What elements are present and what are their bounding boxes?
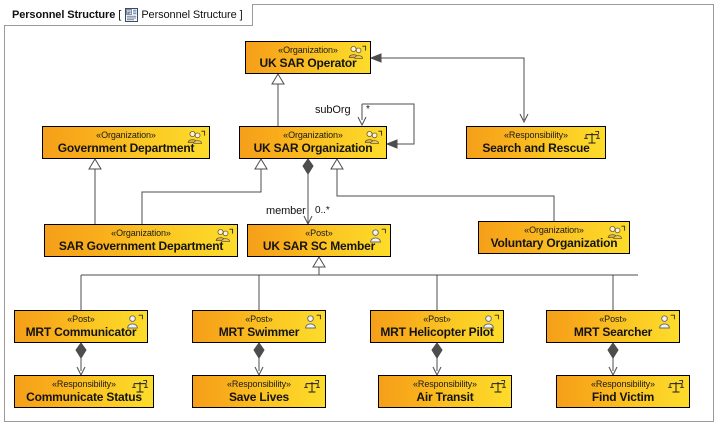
node-government-department[interactable]: «Organization» Government Department bbox=[42, 126, 210, 159]
node-name: Communicate Status bbox=[26, 390, 142, 404]
node-mrt-helicopter-pilot[interactable]: «Post» MRT Helicopter Pilot bbox=[370, 310, 504, 343]
responsibility-scales-icon bbox=[488, 379, 508, 396]
organization-people-icon bbox=[214, 228, 234, 245]
node-stereotype: «Responsibility» bbox=[504, 130, 568, 140]
node-uk-sar-operator[interactable]: «Organization» UK SAR Operator bbox=[245, 41, 371, 74]
node-stereotype: «Organization» bbox=[524, 225, 584, 235]
node-stereotype: «Responsibility» bbox=[591, 379, 655, 389]
title-bracket-open: [ bbox=[118, 8, 122, 21]
node-communicate-status[interactable]: «Responsibility» Communicate Status bbox=[14, 375, 154, 408]
node-uk-sar-organization[interactable]: «Organization» UK SAR Organization bbox=[239, 126, 387, 159]
connector-label-member: member bbox=[266, 205, 306, 217]
connector-multiplicity-member: 0..* bbox=[315, 205, 330, 216]
node-uk-sar-sc-member[interactable]: «Post» UK SAR SC Member bbox=[247, 224, 391, 257]
organization-people-icon bbox=[186, 130, 206, 147]
responsibility-scales-icon bbox=[666, 379, 686, 396]
node-stereotype: «Organization» bbox=[283, 130, 343, 140]
title-bracket-close: ] bbox=[239, 8, 243, 21]
node-air-transit[interactable]: «Responsibility» Air Transit bbox=[378, 375, 512, 408]
diagram-document-icon bbox=[125, 7, 139, 22]
node-stereotype: «Post» bbox=[423, 314, 451, 324]
organization-people-icon bbox=[606, 225, 626, 242]
node-name: MRT Helicopter Pilot bbox=[380, 325, 494, 339]
node-stereotype: «Organization» bbox=[278, 45, 338, 55]
node-mrt-swimmer[interactable]: «Post» MRT Swimmer bbox=[192, 310, 326, 343]
responsibility-scales-icon bbox=[302, 379, 322, 396]
node-name: MRT Communicator bbox=[25, 325, 137, 339]
node-name: MRT Searcher bbox=[573, 325, 653, 339]
node-stereotype: «Organization» bbox=[111, 228, 171, 238]
responsibility-scales-icon bbox=[582, 130, 602, 147]
node-stereotype: «Post» bbox=[245, 314, 273, 324]
node-name: UK SAR Organization bbox=[253, 141, 373, 155]
responsibility-scales-icon bbox=[130, 379, 150, 396]
node-name: Voluntary Organization bbox=[490, 236, 618, 250]
post-person-icon bbox=[302, 314, 322, 331]
node-search-and-rescue[interactable]: «Responsibility» Search and Rescue bbox=[466, 126, 606, 159]
organization-people-icon bbox=[347, 45, 367, 62]
connector-label-subOrg: subOrg bbox=[315, 104, 351, 116]
post-person-icon bbox=[124, 314, 144, 331]
organization-people-icon bbox=[363, 130, 383, 147]
node-save-lives[interactable]: «Responsibility» Save Lives bbox=[192, 375, 326, 408]
node-voluntary-organization[interactable]: «Organization» Voluntary Organization bbox=[478, 221, 630, 254]
node-name: Government Department bbox=[57, 141, 195, 155]
diagram-name-label: Personnel Structure bbox=[141, 8, 237, 21]
node-name: Find Victim bbox=[591, 390, 655, 404]
node-name: UK SAR SC Member bbox=[262, 239, 376, 253]
node-find-victim[interactable]: «Responsibility» Find Victim bbox=[556, 375, 690, 408]
node-name: Save Lives bbox=[228, 390, 290, 404]
node-mrt-searcher[interactable]: «Post» MRT Searcher bbox=[546, 310, 680, 343]
node-name: MRT Swimmer bbox=[218, 325, 300, 339]
node-stereotype: «Responsibility» bbox=[413, 379, 477, 389]
post-person-icon bbox=[656, 314, 676, 331]
node-name: UK SAR Operator bbox=[259, 56, 357, 70]
node-name: SAR Government Department bbox=[58, 239, 224, 253]
post-person-icon bbox=[367, 228, 387, 245]
node-name: Air Transit bbox=[416, 390, 474, 404]
node-stereotype: «Organization» bbox=[96, 130, 156, 140]
node-stereotype: «Post» bbox=[305, 228, 333, 238]
node-stereotype: «Responsibility» bbox=[227, 379, 291, 389]
node-stereotype: «Responsibility» bbox=[52, 379, 116, 389]
diagram-title-tab[interactable]: Personnel Structure [ Personnel Structur… bbox=[4, 4, 253, 26]
post-person-icon bbox=[480, 314, 500, 331]
node-name: Search and Rescue bbox=[482, 141, 590, 155]
node-mrt-communicator[interactable]: «Post» MRT Communicator bbox=[14, 310, 148, 343]
node-stereotype: «Post» bbox=[67, 314, 95, 324]
connector-multiplicity-subOrg: * bbox=[366, 104, 370, 115]
node-sar-government-department[interactable]: «Organization» SAR Government Department bbox=[44, 224, 238, 257]
page-title: Personnel Structure bbox=[12, 8, 116, 21]
node-stereotype: «Post» bbox=[599, 314, 627, 324]
